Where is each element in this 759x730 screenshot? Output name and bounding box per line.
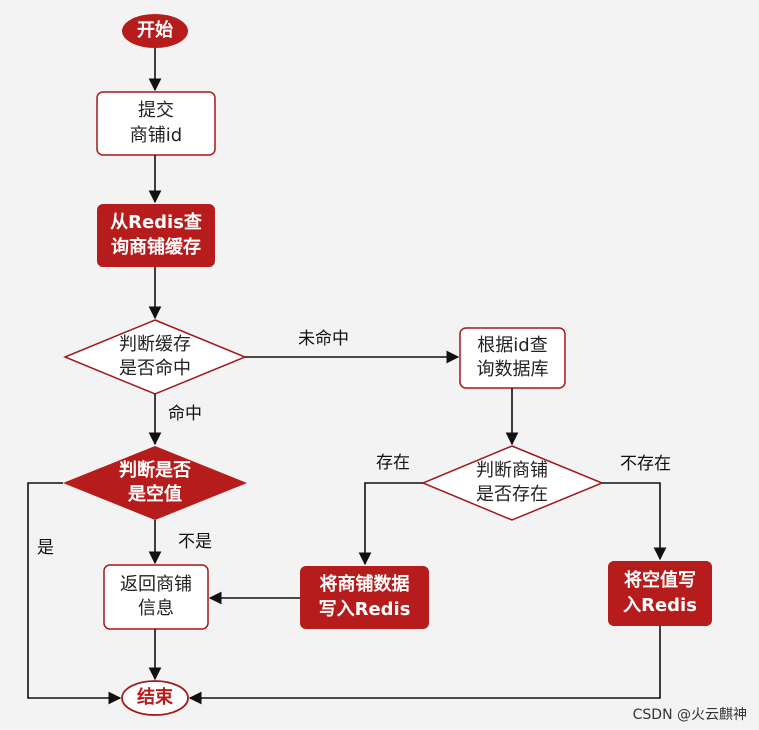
shop-exists-node: 判断商铺是否存在 xyxy=(437,456,587,510)
end-label: 结束 xyxy=(137,686,173,708)
edge-label-yes: 是 xyxy=(37,538,54,558)
write-shop-line1: 将商铺数据 xyxy=(319,574,410,596)
is-null-line1: 判断是否 xyxy=(119,459,191,481)
edge-label-exists: 存在 xyxy=(376,453,410,473)
shop-exists-shape xyxy=(421,445,604,521)
start-shape xyxy=(122,14,188,48)
submit-line2: 商铺id xyxy=(129,124,183,146)
edge-label-not-yes: 不是 xyxy=(178,532,212,552)
is-null-shape xyxy=(63,446,247,520)
query-db-node: 根据id查询数据库 xyxy=(460,328,565,388)
watermark: CSDN @火云麒神 xyxy=(632,707,747,723)
return-info-line2: 信息 xyxy=(138,598,174,619)
shop-exists-line1: 判断商铺 xyxy=(476,459,548,481)
edge-writenull-end xyxy=(188,626,661,705)
write-null-node: 将空值写入Redis xyxy=(608,561,712,626)
start-label: 开始 xyxy=(137,19,173,41)
edge-exists xyxy=(358,482,423,566)
submit-line1: 提交 xyxy=(138,100,174,122)
query-db-line1: 根据id查 xyxy=(477,334,548,356)
is-null-node: 判断是否是空值 xyxy=(80,456,230,510)
edge-null-yes xyxy=(27,482,122,705)
start-node: 开始 xyxy=(122,14,188,48)
return-info-shape xyxy=(103,564,209,630)
write-shop-line2: 写入Redis xyxy=(318,598,411,620)
write-shop-shape xyxy=(300,566,429,629)
write-shop-node: 将商铺数据写入Redis xyxy=(300,566,429,629)
edge-label-miss: 未命中 xyxy=(298,329,349,349)
submit-shape xyxy=(96,91,216,156)
write-null-line1: 将空值写 xyxy=(624,570,696,592)
shop-exists-line2: 是否存在 xyxy=(476,484,548,505)
is-null-line2: 是空值 xyxy=(128,484,182,505)
edge-label-hit: 命中 xyxy=(168,404,202,424)
edge-not-exists xyxy=(602,482,667,561)
cache-hit-line2: 是否命中 xyxy=(119,358,191,379)
cache-hit-node: 判断缓存是否命中 xyxy=(80,330,230,384)
submit-node: 提交商铺id xyxy=(97,92,215,155)
write-null-line2: 入Redis xyxy=(623,594,697,616)
query-db-line2: 询数据库 xyxy=(476,359,549,380)
query-cache-line2: 询商铺缓存 xyxy=(111,236,201,258)
end-shape xyxy=(121,680,189,716)
edge-label-not-exists: 不存在 xyxy=(620,454,671,474)
query-cache-shape xyxy=(97,204,215,267)
query-cache-node: 从Redis查询商铺缓存 xyxy=(97,204,215,267)
return-info-node: 返回商铺信息 xyxy=(104,565,208,629)
return-info-line1: 返回商铺 xyxy=(120,573,192,595)
write-null-shape xyxy=(608,561,712,626)
end-node: 结束 xyxy=(122,681,188,715)
query-cache-line1: 从Redis查 xyxy=(110,212,202,234)
cache-hit-line1: 判断缓存 xyxy=(119,333,191,355)
